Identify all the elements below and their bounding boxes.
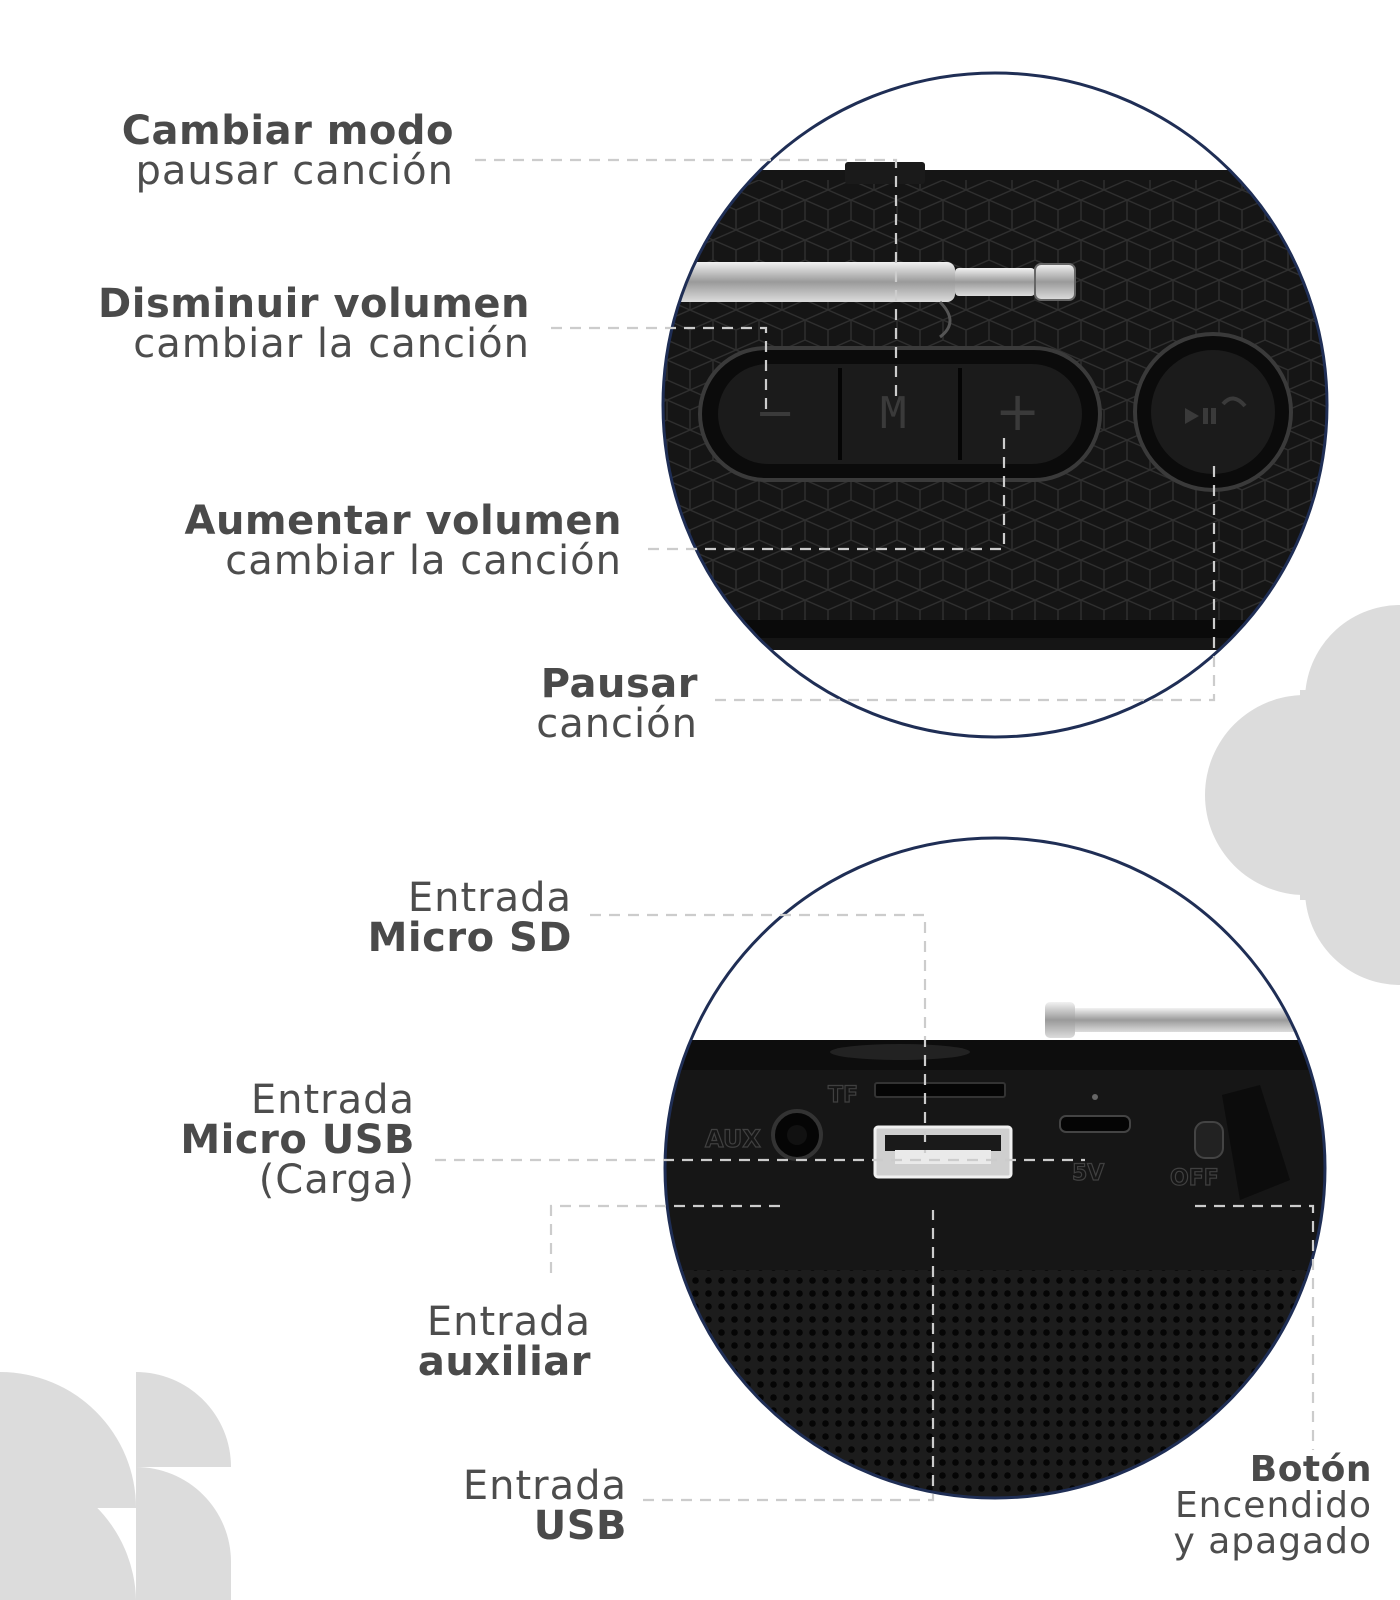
decor-petal-shape (0, 1372, 231, 1600)
label-cambiar-modo-desc: pausar canción (135, 148, 454, 194)
label-auxiliar-title: auxiliar (417, 1339, 591, 1385)
button-mode-glyph: M (880, 388, 907, 439)
label-aumentar-desc: cambiar la canción (225, 538, 622, 584)
label-usb-entrada: Entrada (462, 1463, 627, 1509)
svg-text:AUX: AUX (705, 1125, 761, 1153)
label-micro-sd: Entrada Micro SD (368, 878, 572, 958)
label-boton-title: Botón (1249, 1449, 1372, 1490)
label-disminuir-desc: cambiar la canción (133, 321, 530, 367)
bottom-device-photo: AUX TF 5V OFF (665, 838, 1325, 1498)
label-cambiar-modo: Cambiar modo pausar canción (122, 111, 454, 191)
label-pausar-title: Pausar (540, 661, 698, 707)
top-device-photo (663, 73, 1327, 737)
label-pausar-desc: canción (536, 701, 698, 747)
label-micro-usb-entrada: Entrada (250, 1077, 415, 1123)
label-micro-usb-title: Micro USB (180, 1117, 415, 1163)
label-usb: Entrada USB (463, 1466, 627, 1546)
label-pausar-cancion: Pausar canción (536, 664, 698, 744)
label-micro-usb-sub: (Carga) (258, 1157, 415, 1203)
label-aumentar-title: Aumentar volumen (184, 498, 622, 544)
top-circle-ring (661, 71, 1329, 739)
label-disminuir-title: Disminuir volumen (98, 281, 530, 327)
label-disminuir-volumen: Disminuir volumen cambiar la canción (98, 284, 530, 364)
decor-cloud-shape (1205, 605, 1400, 985)
label-aumentar-volumen: Aumentar volumen cambiar la canción (184, 501, 622, 581)
label-boton-line2: y apagado (1173, 1521, 1372, 1562)
button-minus-glyph: − (755, 385, 796, 441)
bottom-circle-ring (663, 836, 1327, 1500)
play-pause-icon (1133, 332, 1293, 492)
button-plus-glyph: + (995, 380, 1041, 443)
svg-text:5V: 5V (1072, 1161, 1104, 1186)
label-micro-usb: Entrada Micro USB (Carga) (180, 1080, 415, 1200)
label-usb-title: USB (533, 1503, 627, 1549)
top-leader-lines (475, 158, 1216, 702)
svg-text:OFF: OFF (1170, 1166, 1219, 1191)
aux-jack-icon (771, 1109, 823, 1161)
label-micro-sd-entrada: Entrada (407, 875, 572, 921)
label-boton-encendido: Botón Encendido y apagado (1173, 1452, 1372, 1560)
label-cambiar-modo-title: Cambiar modo (121, 108, 454, 154)
micro-usb-icon (1059, 1094, 1131, 1133)
antenna-icon (663, 262, 1076, 339)
bottom-leader-lines (435, 913, 1315, 1502)
power-switch-icon (1194, 1085, 1290, 1200)
usb-port-icon (873, 1125, 1013, 1179)
svg-text:TF: TF (828, 1083, 858, 1108)
label-boton-line1: Encendido (1174, 1485, 1372, 1526)
label-auxiliar-entrada: Entrada (426, 1299, 591, 1345)
label-micro-sd-title: Micro SD (367, 915, 572, 961)
label-auxiliar: Entrada auxiliar (418, 1302, 591, 1382)
